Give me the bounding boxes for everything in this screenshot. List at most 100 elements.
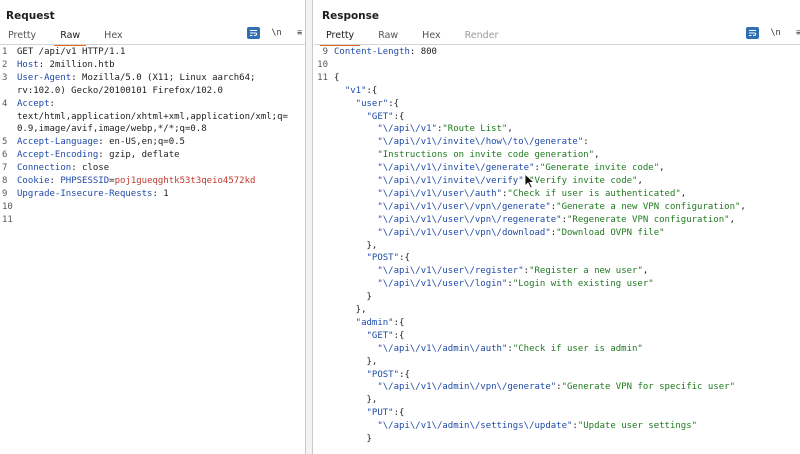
- response-token: "Download OVPN file": [556, 227, 665, 238]
- response-token: },: [334, 305, 367, 315]
- response-line-code: }: [334, 433, 372, 446]
- wrap-lines-icon[interactable]: [247, 27, 260, 39]
- response-token: "Instructions on invite code generation": [334, 150, 595, 161]
- response-line: "PUT":{: [314, 407, 800, 420]
- request-line: 0.9,image/avif,image/webp,*/*;q=0.8: [0, 123, 305, 136]
- response-line: 10: [314, 59, 800, 72]
- response-line: "\/api\/v1":"Route List",: [314, 123, 800, 136]
- response-token: :: [556, 382, 562, 393]
- response-line-code: "GET":{: [334, 111, 405, 124]
- response-tab-raw[interactable]: Raw: [378, 30, 399, 41]
- response-tabs: Pretty Raw Hex Render: [319, 29, 522, 46]
- newline-toggle-icon[interactable]: \n: [271, 28, 282, 38]
- response-line-code: "v1":{: [334, 85, 378, 98]
- response-token: "\/api\/v1\/invite\/verify": [334, 176, 524, 186]
- response-token: :: [507, 279, 513, 290]
- request-token: Cookie: [17, 176, 50, 186]
- mouse-cursor-icon: [524, 173, 536, 189]
- request-line-code: Accept-Encoding: gzip, deflate: [17, 149, 180, 162]
- newline-toggle-icon[interactable]: \n: [770, 28, 781, 38]
- response-line-code: "\/api\/v1\/user\/register":"Register a …: [334, 265, 648, 278]
- response-token: :{: [399, 369, 410, 380]
- response-token: ,: [729, 214, 735, 225]
- response-line-code: },: [334, 356, 378, 369]
- response-token: }: [334, 434, 372, 444]
- response-line: "\/api\/v1\/invite\/verify":"Verify invi…: [314, 175, 800, 188]
- request-token: :: [49, 98, 55, 109]
- response-line-code: "\/api\/v1\/admin\/vpn\/generate":"Gener…: [334, 381, 735, 394]
- response-token: :: [501, 188, 508, 199]
- request-token: : 1: [152, 188, 169, 199]
- response-line-code: "\/api\/v1\/invite\/verify":"Verify invi…: [334, 175, 643, 188]
- response-line-code: "\/api\/v1\/user\/vpn\/download":"Downlo…: [334, 227, 665, 240]
- response-token: "Route List": [442, 124, 508, 135]
- response-token: : 800: [409, 47, 437, 57]
- request-token: rv:102.0) Gecko/20100101 Firefox/102.0: [17, 85, 223, 96]
- response-token: :: [572, 421, 578, 432]
- response-token: "POST": [334, 253, 400, 264]
- response-token: "Regenerate VPN configuration": [567, 214, 730, 225]
- response-line: "\/api\/v1\/user\/vpn\/download":"Downlo…: [314, 227, 800, 240]
- request-line-number: 6: [2, 150, 8, 161]
- response-token: :: [583, 137, 589, 148]
- response-token: :{: [393, 111, 405, 122]
- request-line-code: Connection: close: [17, 162, 109, 175]
- request-line: text/html,application/xhtml+xml,applicat…: [0, 111, 305, 124]
- response-line-code: {: [334, 72, 339, 85]
- response-token: "\/api\/v1\/invite\/how\/to\/generate": [334, 137, 584, 148]
- response-token: ,: [659, 163, 665, 174]
- response-token: ,: [594, 150, 600, 161]
- request-token: Accept-Encoding: [17, 150, 99, 161]
- response-token: "Generate VPN for specific user": [561, 382, 735, 393]
- response-line: "\/api\/v1\/admin\/settings\/update":"Up…: [314, 420, 800, 433]
- response-token: "\/api\/v1\/user\/vpn\/download": [334, 227, 551, 238]
- response-token: "v1": [334, 85, 367, 96]
- response-title: Response: [322, 10, 380, 22]
- response-line: "v1":{: [314, 85, 800, 98]
- response-tab-render[interactable]: Render: [464, 30, 499, 41]
- pane-splitter[interactable]: [306, 0, 313, 454]
- wrap-lines-icon[interactable]: [746, 27, 759, 39]
- response-token: "\/api\/v1\/user\/vpn\/regenerate": [334, 214, 562, 225]
- hamburger-menu-icon[interactable]: ≡: [296, 28, 303, 38]
- response-line: "GET":{: [314, 330, 800, 343]
- request-line-code: 0.9,image/avif,image/webp,*/*;q=0.8: [17, 123, 207, 136]
- response-toolbar: \n ≡: [746, 27, 800, 39]
- response-token: "PUT": [334, 408, 394, 419]
- response-token: :: [436, 124, 443, 135]
- response-token: :{: [393, 408, 405, 419]
- response-tab-hex[interactable]: Hex: [422, 30, 441, 41]
- response-token: :: [534, 163, 540, 174]
- response-line: },: [314, 240, 800, 253]
- response-token: "GET": [334, 111, 394, 122]
- request-line-code: rv:102.0) Gecko/20100101 Firefox/102.0: [17, 85, 223, 98]
- response-line-code: "POST":{: [334, 252, 410, 265]
- response-tab-pretty[interactable]: Pretty: [319, 30, 361, 46]
- response-line: "POST":{: [314, 252, 800, 265]
- request-tab-raw[interactable]: Raw: [54, 30, 87, 46]
- response-line-code: "\/api\/v1\/user\/login":"Login with exi…: [334, 278, 653, 291]
- response-line: "POST":{: [314, 369, 800, 382]
- response-line-code: "\/api\/v1\/user\/vpn\/generate":"Genera…: [334, 201, 746, 214]
- request-line-code: Cookie: PHPSESSID=poj1gueqghtk53t3qeio45…: [17, 175, 255, 188]
- request-token: Accept: [17, 98, 50, 109]
- request-tab-pretty[interactable]: Pretty: [8, 30, 37, 41]
- hamburger-menu-icon[interactable]: ≡: [795, 28, 800, 38]
- response-token: ,: [642, 266, 649, 277]
- request-token: poj1gueqghtk53t3qeio4572kd: [114, 176, 256, 186]
- request-line-number: 5: [2, 137, 8, 148]
- request-line: 10: [0, 201, 305, 214]
- response-token: ,: [740, 201, 746, 212]
- request-token: User-Agent: [17, 72, 72, 83]
- response-line: "\/api\/v1\/admin\/vpn\/generate":"Gener…: [314, 381, 800, 394]
- response-token: "\/api\/v1\/user\/login": [334, 279, 508, 290]
- request-tab-hex[interactable]: Hex: [104, 30, 123, 41]
